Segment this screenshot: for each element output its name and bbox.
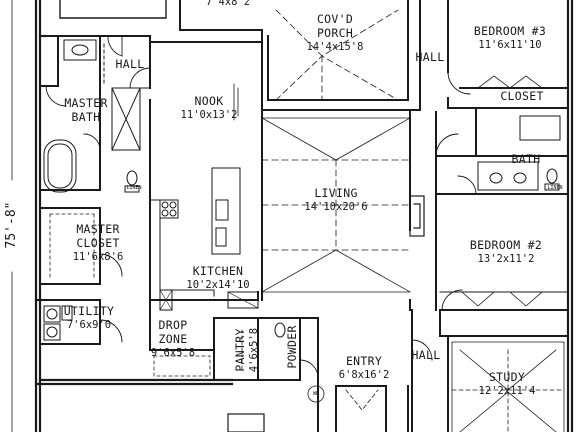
master-closet-shelves bbox=[49, 213, 95, 279]
fixture-tag-linen-bedroom: LINEN bbox=[547, 185, 563, 191]
fixture-tag-wh: WH bbox=[312, 391, 320, 397]
room-label-bedroom3: BEDROOM #3 11'6x11'10 bbox=[473, 24, 547, 51]
door-swings-upper bbox=[45, 35, 151, 151]
porch-walls bbox=[59, 0, 421, 111]
room-label-nook: NOOK 11'0x13'2 bbox=[180, 94, 238, 121]
utility-door bbox=[99, 319, 123, 343]
utility-fixtures bbox=[43, 305, 73, 341]
room-label-pantry: PANTRY 4'6x5'8 bbox=[233, 327, 260, 373]
room-label-hall-top-left: HALL bbox=[115, 57, 145, 71]
room-label-utility: UTILITY 7'6x9'0 bbox=[63, 304, 115, 331]
entry-details bbox=[307, 385, 379, 411]
drop-zone-bench bbox=[153, 355, 211, 377]
room-label-entry: ENTRY 6'8x16'2 bbox=[338, 354, 390, 381]
fireplace bbox=[409, 195, 425, 237]
room-label-bedroom2: BEDROOM #2 13'2x11'2 bbox=[469, 238, 543, 265]
room-label-bath: BATH bbox=[511, 152, 541, 166]
entry-walls bbox=[299, 317, 409, 432]
right-wing-fixtures bbox=[477, 115, 561, 191]
room-label-hall-bottom: HALL bbox=[411, 348, 441, 362]
powder-fixtures bbox=[241, 322, 286, 373]
door-swings-right bbox=[435, 71, 543, 311]
room-label-powder: POWDER bbox=[285, 325, 299, 369]
room-label-drop-zone: DROP ZONE 9'6x5'8 bbox=[150, 318, 196, 359]
room-label-study: STUDY 12'2x11'4 bbox=[478, 370, 536, 397]
master-closet-walls bbox=[39, 207, 101, 285]
room-label-closet: CLOSET bbox=[500, 89, 544, 103]
top-partial-dimension: 7'4x8'2 bbox=[205, 0, 251, 8]
utility-walls bbox=[39, 299, 215, 381]
garage-stub bbox=[227, 413, 265, 432]
right-wing-walls bbox=[435, 0, 569, 311]
overall-dimension-label: 75'-8" bbox=[4, 201, 19, 249]
kitchen-counters bbox=[149, 83, 259, 311]
master-closet-door bbox=[99, 253, 123, 277]
living-ceiling-lines bbox=[261, 117, 411, 293]
study-ceiling bbox=[451, 341, 565, 432]
room-label-living: LIVING 14'10x20'6 bbox=[304, 186, 368, 213]
room-label-hall-top-right: HALL bbox=[415, 50, 445, 64]
room-label-porch: COV'D PORCH 14'4x15'8 bbox=[306, 12, 364, 53]
study-door bbox=[411, 339, 433, 361]
exterior-walls bbox=[34, 0, 574, 432]
room-label-kitchen: KITCHEN 10'2x14'10 bbox=[186, 264, 250, 291]
pantry-powder-walls bbox=[213, 317, 301, 381]
study-walls bbox=[411, 309, 569, 432]
room-label-master-closet: MASTER CLOSET 11'6x8'6 bbox=[72, 222, 124, 263]
porch-roof-lines bbox=[275, 9, 399, 101]
powder-door bbox=[299, 359, 319, 379]
room-label-master-bath: MASTER BATH bbox=[64, 96, 108, 124]
kitchen-walls bbox=[149, 41, 263, 301]
master-bath-fixtures bbox=[43, 39, 141, 193]
fixture-tag-linen-bath: LINEN bbox=[126, 185, 142, 191]
